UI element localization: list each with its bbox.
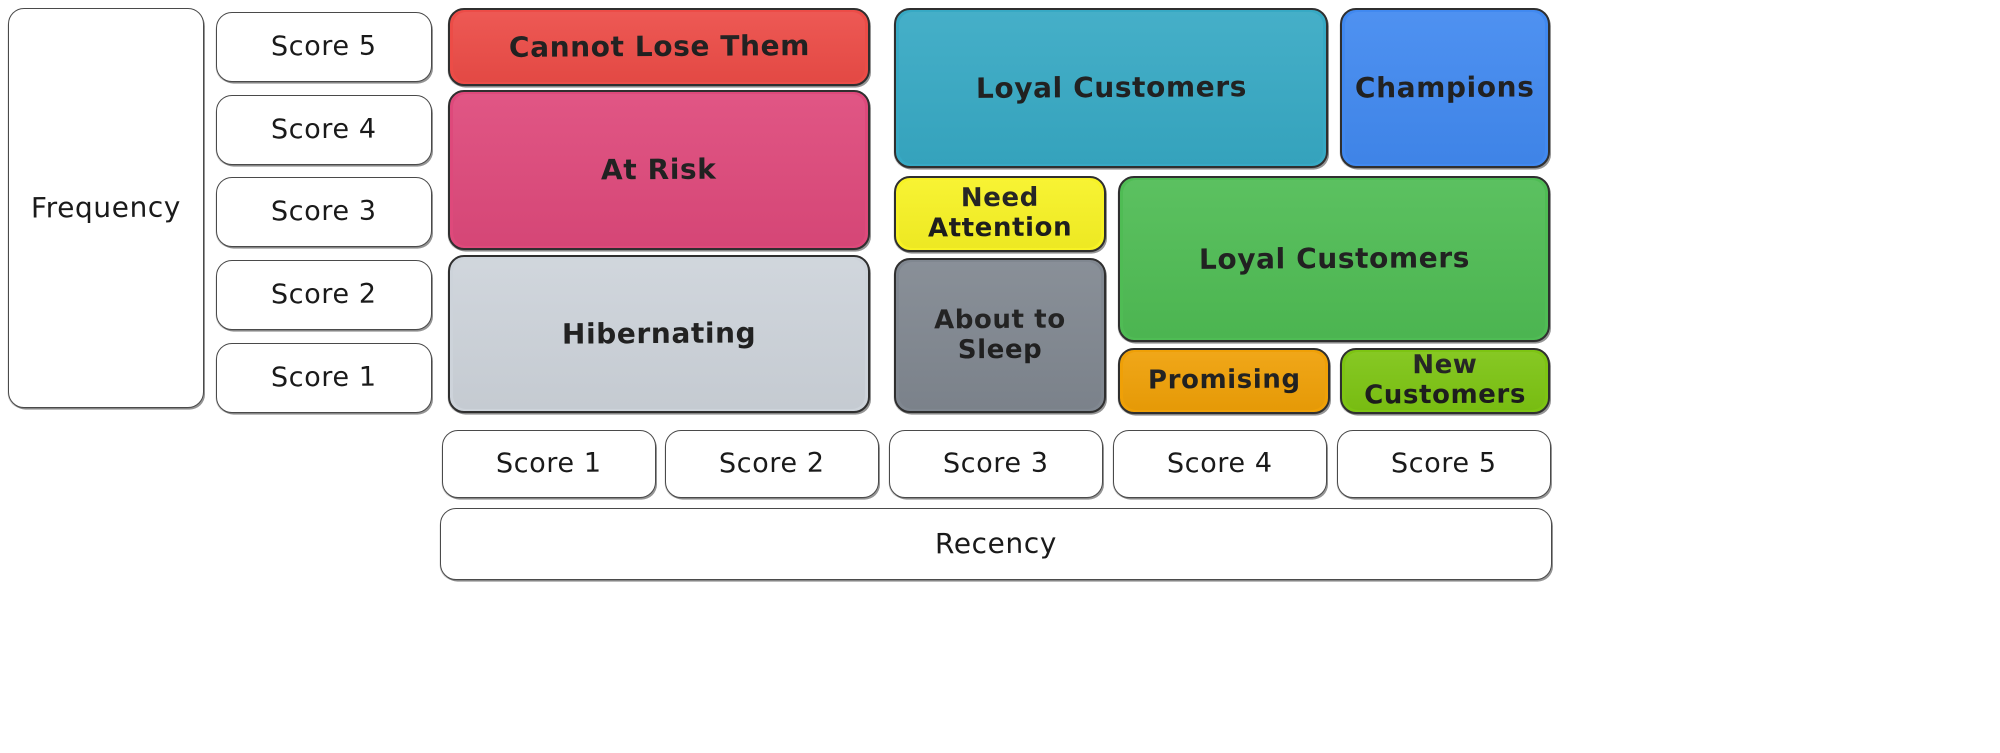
frequency-tick-score-5-label: Score 5 xyxy=(271,31,377,63)
recency-axis-title-label: Recency xyxy=(934,526,1058,561)
recency-tick-score-1-label: Score 1 xyxy=(496,448,602,480)
segment-at-risk[interactable]: At Risk xyxy=(448,90,870,250)
frequency-tick-score-4-label: Score 4 xyxy=(271,114,377,146)
frequency-tick-score-2: Score 2 xyxy=(216,260,432,330)
segment-need-attention-label: Need Attention xyxy=(927,182,1073,244)
recency-tick-score-2-label: Score 2 xyxy=(719,448,825,480)
recency-tick-score-5: Score 5 xyxy=(1337,430,1551,498)
recency-axis-title: Recency xyxy=(440,508,1552,580)
recency-tick-score-3-label: Score 3 xyxy=(943,448,1049,480)
frequency-tick-score-4: Score 4 xyxy=(216,95,432,165)
frequency-tick-score-3: Score 3 xyxy=(216,177,432,247)
frequency-tick-score-1-label: Score 1 xyxy=(271,362,377,394)
segment-loyal-customers-green[interactable]: Loyal Customers xyxy=(1118,176,1550,342)
segment-about-to-sleep-label: About to Sleep xyxy=(933,304,1066,365)
frequency-axis-title-label: Frequency xyxy=(30,190,182,225)
recency-tick-score-2: Score 2 xyxy=(665,430,879,498)
segment-loyal-customers-green-label: Loyal Customers xyxy=(1198,241,1470,276)
frequency-tick-score-3-label: Score 3 xyxy=(271,196,377,228)
recency-tick-score-4-label: Score 4 xyxy=(1167,448,1273,480)
segment-promising[interactable]: Promising xyxy=(1118,348,1330,414)
recency-tick-score-1: Score 1 xyxy=(442,430,656,498)
segment-promising-label: Promising xyxy=(1147,364,1301,396)
segment-champions[interactable]: Champions xyxy=(1340,8,1550,168)
segment-new-customers[interactable]: New Customers xyxy=(1340,348,1550,414)
frequency-axis-title: Frequency xyxy=(8,8,204,408)
recency-tick-score-3: Score 3 xyxy=(889,430,1103,498)
frequency-tick-score-2-label: Score 2 xyxy=(271,279,377,311)
recency-tick-score-5-label: Score 5 xyxy=(1391,448,1497,480)
segment-need-attention[interactable]: Need Attention xyxy=(894,176,1106,252)
segment-cannot-lose-them-label: Cannot Lose Them xyxy=(508,28,810,64)
segment-loyal-customers-teal[interactable]: Loyal Customers xyxy=(894,8,1328,168)
segment-hibernating-label: Hibernating xyxy=(561,316,757,351)
segment-loyal-customers-teal-label: Loyal Customers xyxy=(975,70,1247,105)
segment-about-to-sleep[interactable]: About to Sleep xyxy=(894,258,1106,413)
frequency-tick-score-1: Score 1 xyxy=(216,343,432,413)
recency-tick-score-4: Score 4 xyxy=(1113,430,1327,498)
segment-hibernating[interactable]: Hibernating xyxy=(448,255,870,413)
segment-new-customers-label: New Customers xyxy=(1364,349,1527,411)
segment-champions-label: Champions xyxy=(1355,70,1535,105)
segment-at-risk-label: At Risk xyxy=(601,152,717,187)
frequency-tick-score-5: Score 5 xyxy=(216,12,432,82)
segment-cannot-lose-them[interactable]: Cannot Lose Them xyxy=(448,8,870,86)
